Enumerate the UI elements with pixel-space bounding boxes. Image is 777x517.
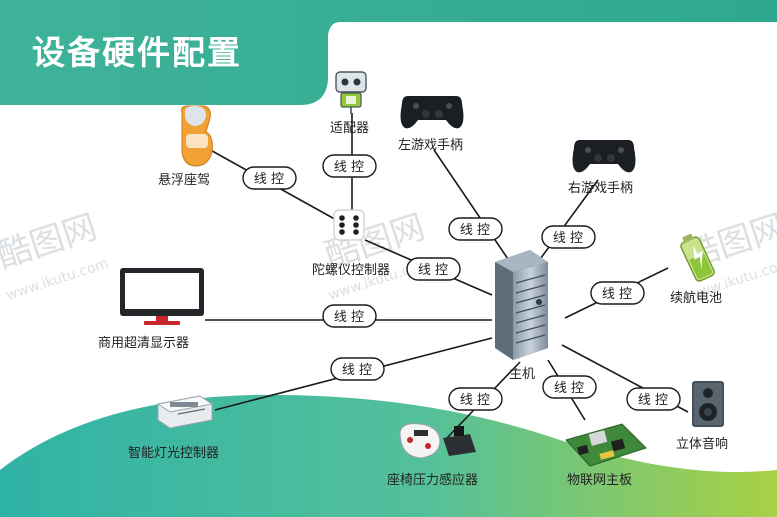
adapter-icon bbox=[335, 71, 367, 114]
seat-sensor-icon bbox=[399, 423, 476, 459]
svg-text:线 控: 线 控 bbox=[334, 310, 364, 325]
iot-board-icon bbox=[565, 423, 647, 467]
link-label-display: 线 控 bbox=[322, 304, 377, 328]
seat-sensor-label: 座椅压力感应器 bbox=[387, 472, 478, 488]
svg-text:线 控: 线 控 bbox=[342, 363, 372, 378]
light-controller-icon bbox=[156, 395, 214, 429]
svg-text:线 控: 线 控 bbox=[554, 381, 584, 396]
svg-text:线 控: 线 控 bbox=[638, 393, 668, 408]
svg-text:线 控: 线 控 bbox=[553, 231, 583, 246]
left-gamepad-icon bbox=[400, 96, 464, 129]
link-label-adapter: 线 控 bbox=[322, 154, 377, 178]
right-gamepad-icon bbox=[572, 140, 636, 173]
battery-label: 续航电池 bbox=[670, 290, 722, 306]
page-title: 设备硬件配置 bbox=[32, 33, 242, 72]
svg-text:线 控: 线 控 bbox=[254, 172, 284, 187]
svg-text:线 控: 线 控 bbox=[334, 160, 364, 175]
svg-text:线 控: 线 控 bbox=[418, 263, 448, 278]
gyro-controller-icon bbox=[333, 209, 365, 241]
svg-text:线 控: 线 控 bbox=[602, 287, 632, 302]
speaker-icon bbox=[692, 381, 724, 427]
left-gamepad-label: 左游戏手柄 bbox=[398, 138, 463, 153]
host-label: 主机 bbox=[509, 367, 535, 382]
iot-board-label: 物联网主板 bbox=[567, 473, 632, 488]
link-label-speaker: 线 控 bbox=[626, 387, 681, 411]
display-icon bbox=[120, 268, 204, 325]
hover-seat-icon bbox=[181, 105, 213, 167]
speaker-label: 立体音响 bbox=[676, 436, 728, 452]
link-label-seat-sensor: 线 控 bbox=[448, 387, 503, 411]
link-label-battery: 线 控 bbox=[590, 281, 645, 305]
server-icon bbox=[495, 250, 548, 360]
right-gamepad-label: 右游戏手柄 bbox=[568, 181, 633, 196]
link-label-light-controller: 线 控 bbox=[330, 357, 385, 381]
svg-text:线 控: 线 控 bbox=[460, 223, 490, 238]
bottom-wave-bg bbox=[0, 394, 777, 517]
watermark: 酷图网 www.ikutu.com 酷图网 www.ikutu.com 酷图网 … bbox=[0, 207, 777, 304]
svg-text:线 控: 线 控 bbox=[460, 393, 490, 408]
gyro-controller-label: 陀螺仪控制器 bbox=[312, 262, 390, 278]
link-label-hover-seat: 线 控 bbox=[242, 166, 297, 190]
link-label-right-gamepad: 线 控 bbox=[541, 225, 596, 249]
light-controller-label: 智能灯光控制器 bbox=[128, 446, 219, 461]
top-banner-bg bbox=[0, 0, 777, 105]
link-label-iot-board: 线 控 bbox=[542, 375, 597, 399]
adapter-label: 适配器 bbox=[330, 121, 369, 136]
link-label-gyro: 线 控 bbox=[406, 257, 461, 281]
link-label-left-gamepad: 线 控 bbox=[448, 217, 503, 241]
hover-seat-label: 悬浮座驾 bbox=[158, 173, 210, 188]
display-label: 商用超清显示器 bbox=[98, 336, 189, 351]
battery-icon bbox=[680, 233, 715, 282]
